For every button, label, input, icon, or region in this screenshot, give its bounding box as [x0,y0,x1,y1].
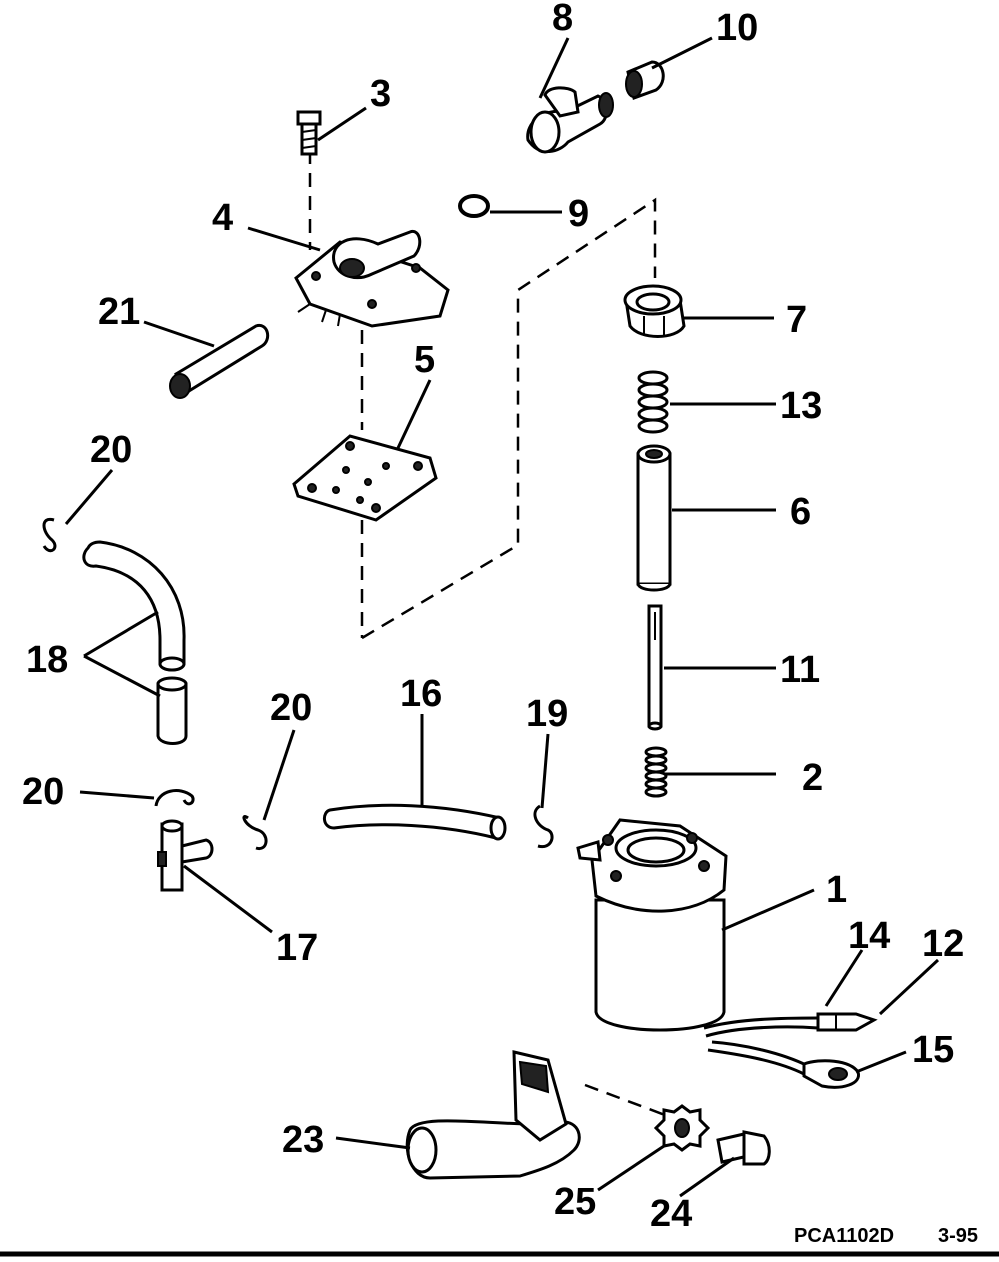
part-17-tee-fitting [157,819,214,892]
callout-1: 1 [826,869,847,911]
part-15-ring-terminal [707,1040,860,1089]
part-2-small-spring [644,746,668,798]
callout-10: 10 [716,7,758,49]
part-24-bolt [716,1130,771,1166]
callout-20-upper: 20 [90,429,132,471]
part-5-gasket [292,434,438,522]
part-6-plunger [636,444,672,592]
callout-12: 12 [922,923,964,965]
callout-6: 6 [790,491,811,533]
part-23-bracket [405,1050,581,1180]
part-4-cover [294,229,450,328]
part-12-terminal [816,1012,878,1032]
part-18-hose-upper [82,540,186,672]
footer-part-code: PCA1102D [794,1225,894,1247]
part-11-rod [647,604,663,731]
part-1-solenoid [576,818,728,1032]
part-20-clip-upper [42,517,57,553]
callout-13: 13 [780,385,822,427]
callout-2: 2 [802,757,823,799]
callout-17: 17 [276,927,318,969]
callout-7: 7 [786,299,807,341]
part-20-clip-middle [242,815,268,851]
callout-20-lower: 20 [22,771,64,813]
callout-18: 18 [26,639,68,681]
callout-8: 8 [552,0,573,39]
part-25-star-washer [653,1104,711,1152]
callout-20-middle: 20 [270,687,312,729]
callout-24: 24 [650,1193,692,1235]
callout-5: 5 [414,339,435,381]
callout-labels: 8 10 3 9 4 21 7 5 13 20 6 18 11 20 16 19… [22,0,964,1235]
leader-lines [64,36,940,1198]
callout-15: 15 [912,1029,954,1071]
part-18-hose-lower [156,676,188,745]
callout-14: 14 [848,915,890,957]
part-16-hose [323,803,507,841]
part-20-clip-lower [154,789,195,807]
part-21-tube [169,323,270,399]
callout-23: 23 [282,1119,324,1161]
callout-11: 11 [780,649,820,691]
part-9-o-ring [458,194,490,218]
footer-date-code: 3-95 [938,1225,978,1247]
callout-3: 3 [370,73,391,115]
callout-9: 9 [568,193,589,235]
part-3-screw [296,110,322,156]
assembly-guide-lines [308,150,666,1117]
callout-16: 16 [400,673,442,715]
part-13-spring [637,370,669,434]
part-10-sleeve [625,60,665,100]
callout-21: 21 [98,291,140,333]
part-19-clip [533,804,554,849]
part-7-nut [623,284,686,338]
callout-25: 25 [554,1181,596,1223]
part-14-wire [703,1016,819,1038]
callout-4: 4 [212,197,233,239]
callout-19: 19 [526,693,568,735]
part-8-fitting [526,86,614,154]
